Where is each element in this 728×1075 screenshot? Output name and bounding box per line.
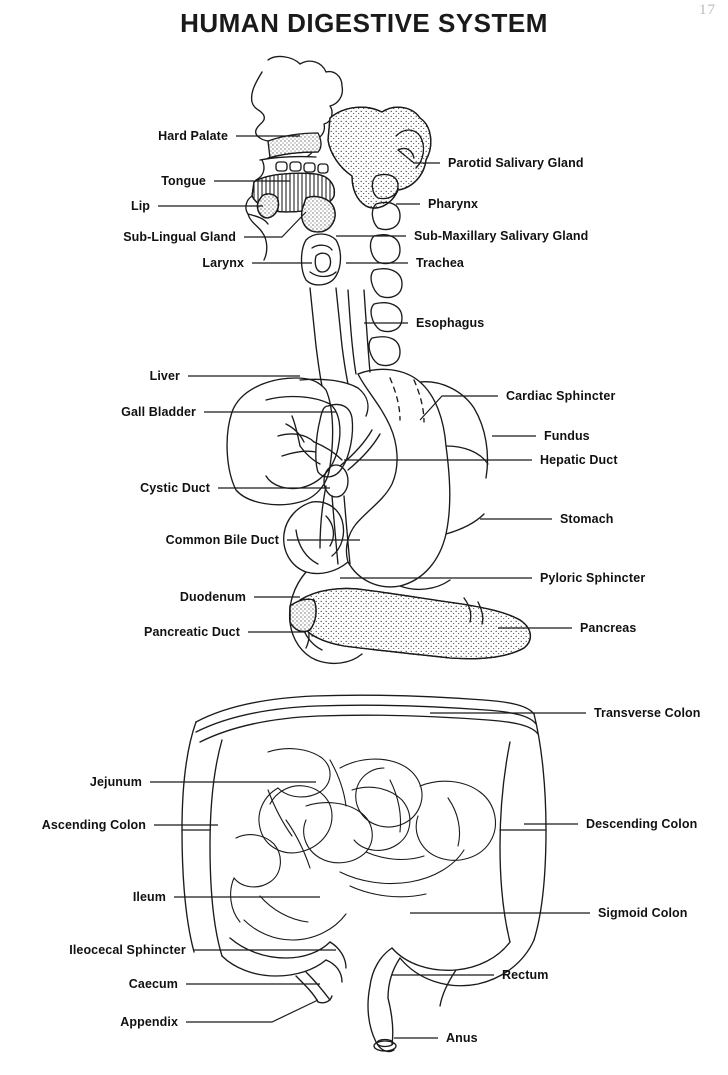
label-text: Pharynx	[428, 197, 479, 211]
label-pyloric-sphincter: Pyloric Sphincter	[540, 571, 645, 585]
label-text: Sub-Lingual Gland	[123, 230, 236, 244]
label-text: Stomach	[560, 512, 614, 526]
label-sub-maxillary-salivary-gland: Sub-Maxillary Salivary Gland	[414, 229, 588, 243]
label-ascending-colon: Ascending Colon	[42, 818, 146, 832]
label-larynx: Larynx	[202, 256, 244, 270]
label-esophagus: Esophagus	[416, 316, 484, 330]
label-text: Pyloric	[540, 571, 586, 585]
label-text: Esophagus	[416, 316, 485, 330]
bile-ducts	[319, 429, 381, 565]
lip-and-jaw	[245, 195, 269, 261]
label-appendix: Appendix	[120, 1015, 178, 1029]
label-tongue: Tongue	[161, 174, 206, 188]
page-title: HUMAN DIGESTIVE SYSTEM	[180, 8, 548, 38]
label-anus: Anus	[446, 1031, 478, 1045]
label-ileum: Ileum	[133, 890, 166, 904]
label-text: Gall Bladder	[121, 405, 196, 419]
label-trachea: Trachea	[416, 256, 464, 270]
label-cystic-duct: Cystic Duct	[140, 481, 210, 495]
parotid-salivary-gland	[327, 106, 432, 209]
label-text: Sigmoid Colon	[598, 906, 688, 920]
label-hepatic-duct: Hepatic Duct	[540, 453, 618, 467]
label-parotid-salivary-gland: Parotid Salivary Gland	[448, 156, 584, 170]
label-text: Sub-Maxillary Salivary Gland	[414, 229, 589, 243]
label-text: Larynx	[202, 256, 244, 270]
label-pancreatic-duct: Pancreatic Duct	[144, 625, 240, 639]
leader-line-appendix	[186, 999, 319, 1023]
label-text: Fundus	[544, 429, 590, 443]
leader-line-parotid-salivary-gland	[397, 149, 440, 164]
label-jejunum: Jejunum	[90, 775, 142, 789]
label-caecum: Caecum	[129, 977, 178, 991]
pharynx	[395, 129, 425, 169]
label-text: Parotid Salivary Gland	[448, 156, 584, 170]
label-text: Trachea	[416, 256, 464, 270]
label-text: Ascending Colon	[41, 818, 146, 832]
label-text: Rectum	[502, 968, 549, 982]
label-hard-palate: Hard Palate	[158, 129, 228, 143]
label-text: Descending Colon	[586, 817, 698, 831]
label-text: Cardiac	[506, 389, 557, 403]
label-common-bile-duct: Common Bile Duct	[166, 533, 279, 547]
label-text: Tongue	[161, 174, 206, 188]
label-text: Ileum	[132, 890, 166, 904]
label-stomach: Stomach	[560, 512, 614, 526]
label-emphasis: Sphincter	[556, 389, 616, 403]
rectum-and-anus	[367, 939, 535, 1053]
label-text: Ileocecal	[69, 943, 127, 957]
larynx	[300, 233, 342, 286]
leader-line-sub-lingual-gland	[244, 211, 307, 238]
vertebral-column	[368, 173, 403, 367]
esophagus	[347, 289, 371, 375]
label-sigmoid-colon: Sigmoid Colon	[598, 906, 687, 920]
label-text: Hepatic Duct	[540, 453, 618, 467]
label-text: Transverse Colon	[594, 706, 701, 720]
label-text: Cystic Duct	[140, 481, 210, 495]
hard-palate	[255, 132, 329, 181]
sub-lingual-gland	[256, 193, 280, 219]
label-text: Anus	[446, 1031, 478, 1045]
label-cardiac-sphincter: Cardiac Sphincter	[506, 389, 616, 403]
label-text: Common Bile Duct	[165, 533, 279, 547]
label-fundus: Fundus	[544, 429, 590, 443]
label-sub-lingual-gland: Sub-Lingual Gland	[123, 230, 236, 244]
label-emphasis: Sphincter	[126, 943, 186, 957]
label-text: Pancreas	[580, 621, 637, 635]
label-text: Jejunum	[89, 775, 142, 789]
label-pancreas: Pancreas	[580, 621, 636, 635]
label-transverse-colon: Transverse Colon	[594, 706, 701, 720]
label-liver: Liver	[150, 369, 180, 383]
label-duodenum: Duodenum	[180, 590, 246, 604]
label-lip: Lip	[131, 199, 150, 213]
leader-line-cardiac-sphincter	[419, 395, 498, 421]
label-pharynx: Pharynx	[428, 197, 478, 211]
stomach	[345, 368, 489, 591]
label-text: Caecum	[128, 977, 178, 991]
page-number: 17	[699, 2, 716, 18]
label-emphasis: Sphincter	[585, 571, 646, 585]
label-text: Appendix	[120, 1015, 178, 1029]
label-gall-bladder: Gall Bladder	[121, 405, 196, 419]
label-text: Hard Palate	[158, 129, 228, 143]
label-descending-colon: Descending Colon	[586, 817, 697, 831]
label-text: Liver	[149, 369, 180, 383]
small-intestine	[230, 748, 496, 941]
pancreas	[289, 587, 531, 660]
trachea	[309, 287, 349, 387]
label-text: Lip	[130, 199, 150, 213]
label-rectum: Rectum	[502, 968, 548, 982]
label-text: Duodenum	[179, 590, 246, 604]
gall-bladder	[315, 403, 354, 478]
caecum-and-appendix	[221, 937, 347, 1004]
label-text: Pancreatic Duct	[144, 625, 240, 639]
large-intestine	[181, 694, 547, 957]
liver	[226, 377, 369, 506]
sub-maxillary-salivary-gland	[300, 195, 336, 233]
label-ileocecal-sphincter: Ileocecal Sphincter	[69, 943, 186, 957]
